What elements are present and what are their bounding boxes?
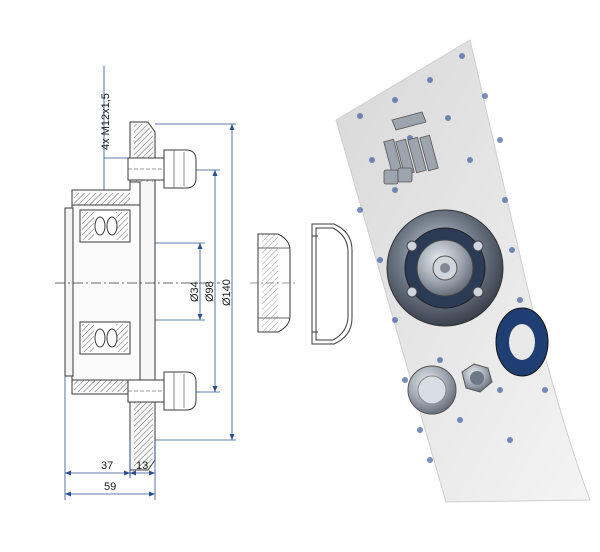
- bore-diameter-label: Ø34: [189, 281, 201, 302]
- wheel-bolt-lower: [127, 371, 197, 411]
- dimension-lines: [64, 66, 236, 500]
- dimension-arrows: [65, 124, 235, 497]
- package-logo-pattern: [357, 53, 548, 463]
- package-hub-nut: [461, 363, 493, 393]
- hub-length-label: 37: [101, 460, 113, 472]
- flange-thickness-label: 13: [136, 460, 148, 472]
- technical-drawing: 4x M12x1,5 Ø34 Ø98 Ø140 37 13 59: [55, 66, 236, 500]
- bearing-upper: [79, 209, 131, 243]
- pilot-diameter-label: Ø98: [204, 281, 216, 302]
- bolt-spec-label: 4x M12x1,5: [100, 93, 112, 150]
- package-dust-cap: [407, 365, 457, 415]
- overall-length-label: 59: [104, 481, 116, 493]
- wheel-bolt-upper: [127, 149, 197, 189]
- package-wheel-hub: [386, 209, 504, 327]
- bearing-lower: [79, 321, 131, 355]
- package-bolts: [383, 111, 439, 185]
- product-package-photo: [335, 39, 591, 503]
- flange-diameter-label: Ø140: [221, 279, 233, 306]
- package-seal-ring: [495, 307, 549, 377]
- dust-cap-drawing: [311, 223, 353, 345]
- hub-nut-drawing: [250, 233, 296, 333]
